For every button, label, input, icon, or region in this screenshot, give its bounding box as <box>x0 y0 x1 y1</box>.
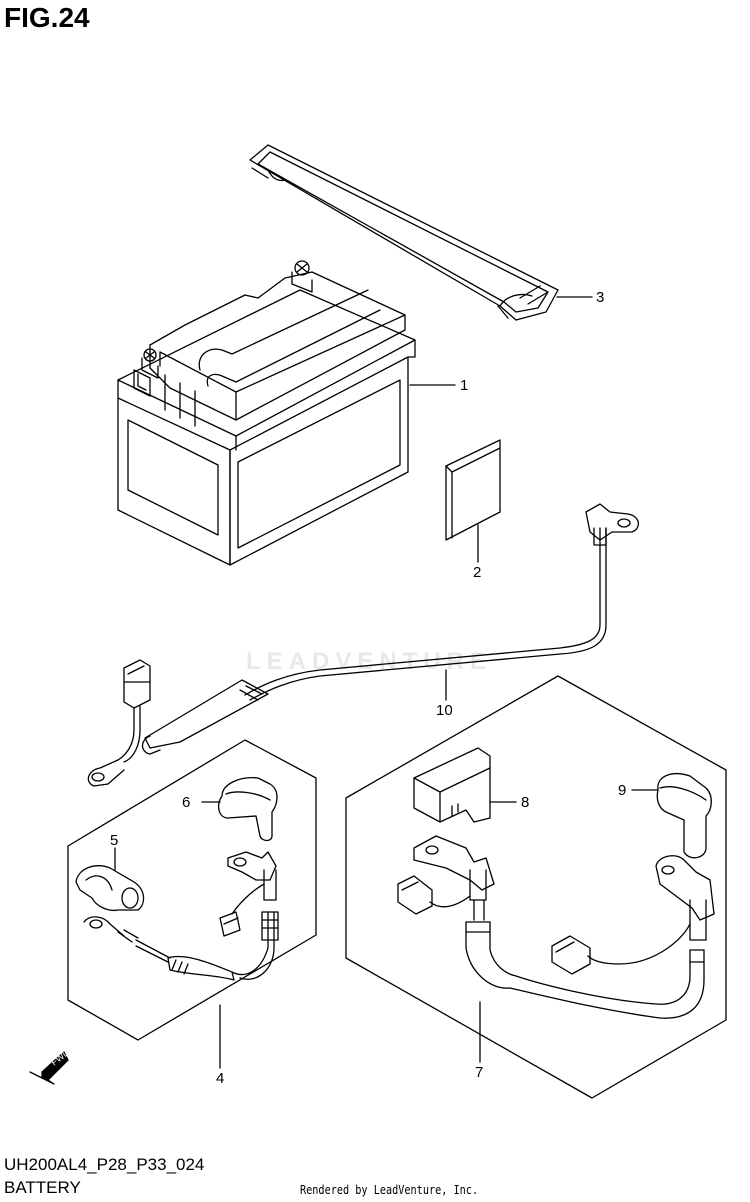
figure-title: FIG.24 <box>4 2 90 33</box>
callout-8[interactable]: 8 <box>521 794 530 811</box>
diagram-name: BATTERY <box>4 1178 81 1197</box>
battery-band-strap[interactable] <box>249 144 559 321</box>
callout-5[interactable]: 5 <box>110 832 119 849</box>
assembly-7-frame <box>345 675 727 1099</box>
callout-7[interactable]: 7 <box>475 1064 484 1081</box>
callout-6[interactable]: 6 <box>182 794 191 811</box>
terminal-cap-8[interactable] <box>413 747 491 823</box>
battery-label-card[interactable] <box>445 439 501 541</box>
positive-lead-4[interactable] <box>83 851 279 981</box>
callout-1[interactable]: 1 <box>460 377 469 394</box>
grommet-5[interactable] <box>75 865 145 912</box>
battery-lead-7[interactable] <box>397 835 715 1019</box>
fwd-arrow-icon <box>29 1051 69 1085</box>
callout-10[interactable]: 10 <box>436 702 453 719</box>
rendered-by-credit: Rendered by LeadVenture, Inc. <box>300 1183 479 1197</box>
callout-2[interactable]: 2 <box>473 564 482 581</box>
leader-lines <box>114 296 659 1069</box>
callout-4[interactable]: 4 <box>216 1070 225 1087</box>
negative-cable[interactable] <box>87 503 639 787</box>
terminal-cap-9[interactable] <box>656 773 712 859</box>
callout-9[interactable]: 9 <box>618 782 627 799</box>
battery[interactable] <box>117 260 416 566</box>
diagram-code: UH200AL4_P28_P33_024 <box>4 1155 205 1174</box>
assembly-4-frame <box>67 739 317 1041</box>
callout-3[interactable]: 3 <box>596 289 605 306</box>
terminal-cap-6[interactable] <box>217 777 278 842</box>
